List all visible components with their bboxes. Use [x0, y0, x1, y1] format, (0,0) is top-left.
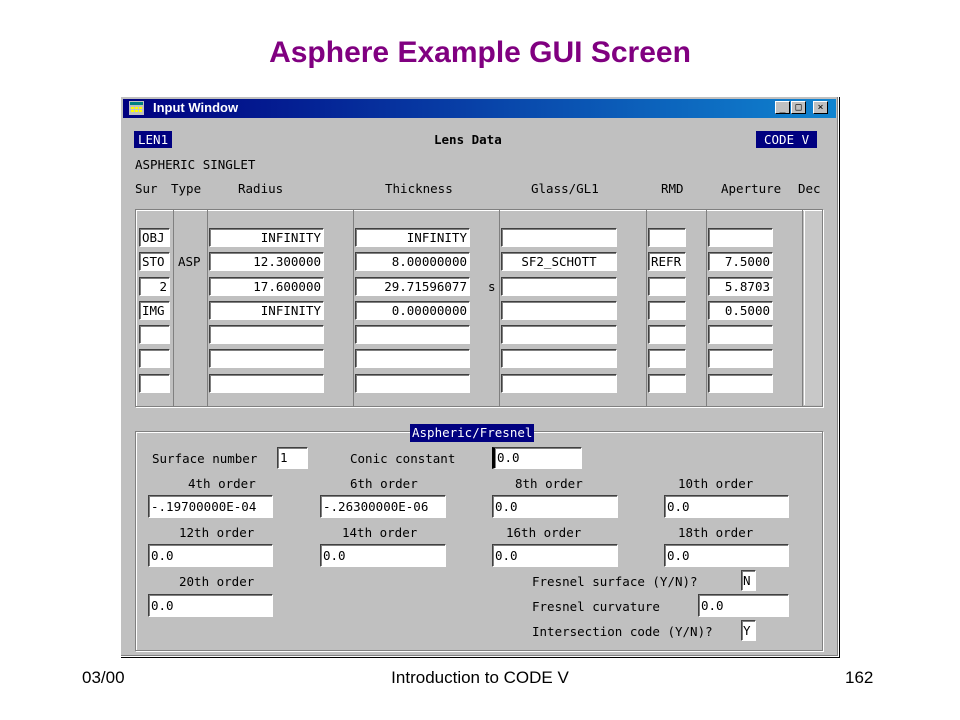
footer-date: 03/00 — [82, 668, 125, 687]
slide-title: Asphere Example GUI Screen — [269, 36, 691, 69]
fresnel-curvature-label: Fresnel curvature — [532, 599, 660, 614]
aperture-field[interactable]: 0.5000 — [708, 301, 773, 320]
radius-field[interactable] — [209, 349, 324, 368]
table-scrollbar[interactable] — [804, 211, 822, 405]
sur-field[interactable] — [139, 374, 170, 393]
lens-tag[interactable]: LEN1 — [134, 131, 173, 148]
minimize-button[interactable]: _ — [775, 101, 790, 114]
thickness-field[interactable]: 8.00000000 — [355, 252, 470, 271]
sur-field[interactable] — [139, 349, 170, 368]
radius-field[interactable]: 12.300000 — [209, 252, 324, 271]
col-type: Type — [171, 181, 202, 196]
aperture-field[interactable] — [708, 325, 773, 344]
radius-field[interactable]: INFINITY — [209, 228, 324, 247]
glass-field[interactable]: SF2_SCHOTT — [501, 252, 617, 271]
col-sur: Sur — [135, 181, 158, 196]
rmd-field[interactable] — [648, 325, 686, 344]
sur-field[interactable] — [139, 325, 170, 344]
glass-field[interactable] — [501, 325, 617, 344]
rmd-field[interactable] — [648, 349, 686, 368]
fresnel-curvature-field[interactable]: 0.0 — [698, 594, 789, 617]
order-field-4[interactable]: -.19700000E-04 — [148, 495, 273, 518]
type-label[interactable]: ASP — [178, 254, 201, 269]
aperture-field[interactable] — [708, 228, 773, 247]
aperture-field[interactable]: 7.5000 — [708, 252, 773, 271]
order-field-18[interactable]: 0.0 — [664, 544, 789, 567]
code-v-tag[interactable]: CODE V — [756, 131, 818, 148]
sur-field[interactable]: IMG — [139, 301, 170, 320]
surface-number-field[interactable]: 1 — [277, 447, 308, 469]
aspheric-fresnel-tab[interactable]: Aspheric/Fresnel — [410, 424, 535, 442]
order-label-20: 20th order — [179, 574, 255, 589]
radius-field[interactable] — [209, 325, 324, 344]
thickness-field[interactable]: 0.00000000 — [355, 301, 470, 320]
close-button[interactable]: × — [813, 101, 828, 114]
section-title: Lens Data — [434, 132, 502, 147]
rmd-field[interactable] — [648, 228, 686, 247]
order-field-6[interactable]: -.26300000E-06 — [320, 495, 446, 518]
fresnel-surface-label: Fresnel surface (Y/N)? — [532, 574, 698, 589]
order-label-4: 4th order — [188, 476, 256, 491]
window-title: Input Window — [153, 100, 239, 115]
rmd-field[interactable] — [648, 374, 686, 393]
order-label-14: 14th order — [342, 525, 418, 540]
footer-title: Introduction to CODE V — [391, 668, 569, 687]
sur-field[interactable]: STO — [139, 252, 170, 271]
order-field-20[interactable]: 0.0 — [148, 594, 273, 617]
window-titlebar[interactable]: Input Window _ □ × — [123, 99, 836, 118]
order-field-14[interactable]: 0.0 — [320, 544, 446, 567]
order-label-12: 12th order — [179, 525, 255, 540]
solve-indicator[interactable]: s — [488, 279, 496, 294]
lens-title: ASPHERIC SINGLET — [135, 157, 256, 172]
order-label-10: 10th order — [678, 476, 754, 491]
rmd-field[interactable] — [648, 277, 686, 296]
order-field-10[interactable]: 0.0 — [664, 495, 789, 518]
col-aperture: Aperture — [721, 181, 782, 196]
glass-field[interactable] — [501, 301, 617, 320]
intersection-code-field[interactable]: Y — [741, 620, 756, 641]
order-label-16: 16th order — [506, 525, 582, 540]
col-thickness: Thickness — [385, 181, 453, 196]
order-field-12[interactable]: 0.0 — [148, 544, 273, 567]
thickness-field[interactable]: INFINITY — [355, 228, 470, 247]
aperture-field[interactable] — [708, 374, 773, 393]
conic-constant-field[interactable]: 0.0 — [492, 447, 582, 469]
aperture-field[interactable]: 5.8703 — [708, 277, 773, 296]
radius-field[interactable]: 17.600000 — [209, 277, 324, 296]
aperture-field[interactable] — [708, 349, 773, 368]
thickness-field[interactable] — [355, 349, 470, 368]
thickness-field[interactable] — [355, 374, 470, 393]
glass-field[interactable] — [501, 374, 617, 393]
sur-field[interactable]: OBJ — [139, 228, 170, 247]
glass-field[interactable] — [501, 349, 617, 368]
lens-data-table — [135, 209, 823, 407]
order-label-6: 6th order — [350, 476, 418, 491]
order-field-8[interactable]: 0.0 — [492, 495, 618, 518]
col-radius: Radius — [238, 181, 284, 196]
glass-field[interactable] — [501, 277, 617, 296]
glass-field[interactable] — [501, 228, 617, 247]
conic-constant-label: Conic constant — [350, 451, 456, 466]
rmd-field[interactable]: REFR — [648, 252, 686, 271]
maximize-button[interactable]: □ — [791, 101, 806, 114]
radius-field[interactable]: INFINITY — [209, 301, 324, 320]
order-label-18: 18th order — [678, 525, 754, 540]
order-field-16[interactable]: 0.0 — [492, 544, 618, 567]
col-glass: Glass/GL1 — [531, 181, 599, 196]
window-app-icon — [129, 101, 144, 115]
order-label-8: 8th order — [515, 476, 583, 491]
radius-field[interactable] — [209, 374, 324, 393]
fresnel-surface-field[interactable]: N — [741, 570, 756, 591]
col-rmd: RMD — [661, 181, 684, 196]
thickness-field[interactable]: 29.71596077 — [355, 277, 470, 296]
input-window: Input Window _ □ × LEN1 Lens Data CODE V… — [120, 96, 839, 657]
sur-field[interactable]: 2 — [139, 277, 170, 296]
footer-page-number: 162 — [845, 668, 874, 687]
col-dec: Dec — [798, 181, 821, 196]
rmd-field[interactable] — [648, 301, 686, 320]
intersection-code-label: Intersection code (Y/N)? — [532, 624, 713, 639]
surface-number-label: Surface number — [152, 451, 258, 466]
thickness-field[interactable] — [355, 325, 470, 344]
